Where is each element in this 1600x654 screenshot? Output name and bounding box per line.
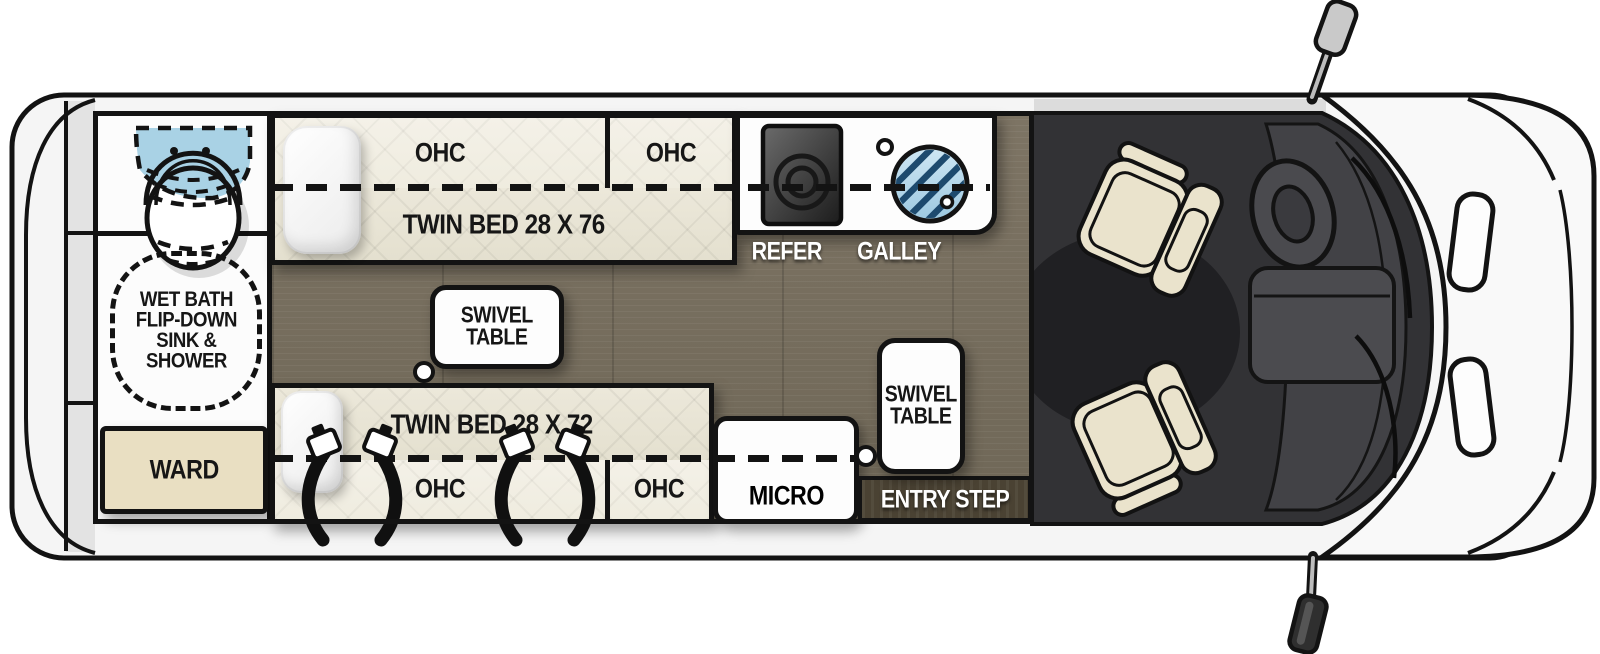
swivel-table: SWIVEL TABLE (430, 285, 564, 369)
refer-label: REFER (751, 236, 823, 265)
galley-counter (735, 113, 997, 235)
faucet-icon (876, 138, 894, 156)
galley-graphic (760, 123, 978, 230)
wiper-icon (1350, 156, 1413, 319)
wet-bath-label: WET BATH FLIP-DOWN SINK & SHOWER (135, 287, 237, 374)
steering-wheel-icon (1249, 158, 1337, 270)
overhead-cabinet: OHC (605, 460, 709, 519)
twin-bed-bottom-mattress: TWIN BED 28 X 72 (275, 388, 709, 460)
van-hood (1314, 92, 1597, 560)
wet-bath-label-bubble: WET BATH FLIP-DOWN SINK & SHOWER (110, 251, 262, 411)
swivel-table-label: SWIVEL TABLE (884, 382, 958, 429)
refer-label-area: REFER (744, 236, 830, 266)
ohc-label: OHC (634, 473, 685, 505)
bumper-seam (1558, 189, 1574, 463)
swivel-pivot-icon (855, 445, 877, 467)
entry-step-label: ENTRY STEP (880, 484, 1010, 513)
twin-bed-top-label: TWIN BED 28 X 76 (402, 207, 605, 240)
rear-door-hinges (66, 231, 95, 405)
center-console-icon (1248, 266, 1396, 384)
cab-seat-icon (1070, 360, 1218, 518)
ohc-label: OHC (414, 473, 466, 505)
side-mirror-icon (1306, 0, 1359, 105)
wardrobe: WARD (100, 426, 268, 514)
ohc-label: OHC (414, 137, 466, 168)
flip-down-sink-icon (133, 125, 253, 201)
swivel-pivot-icon (413, 361, 435, 383)
cooktop-icon (760, 123, 844, 227)
pillow-icon (281, 391, 343, 493)
flip-line-bottom (272, 455, 856, 462)
hood-seam (1467, 471, 1556, 555)
toilet-icon (143, 147, 243, 271)
cab-seat-icon (1076, 140, 1224, 298)
side-mirror-icon (1287, 551, 1329, 654)
hood-seam (1467, 97, 1556, 181)
microwave: MICRO (713, 416, 859, 524)
rear-door-panel (66, 101, 95, 552)
twin-bed-bottom-label: TWIN BED 28 X 72 (390, 407, 594, 440)
hood-vent-icon (1447, 356, 1497, 458)
hood-vent-icon (1446, 191, 1496, 293)
cab-roof-strip (1034, 99, 1326, 112)
micro-label: MICRO (748, 480, 824, 512)
galley-label-area: GALLEY (848, 236, 950, 266)
galley-label: GALLEY (857, 236, 941, 265)
rear-door-curve (24, 98, 96, 555)
swivel-table: SWIVEL TABLE (877, 338, 965, 474)
ohc-label: OHC (645, 137, 697, 168)
flip-line-top (272, 184, 990, 191)
swivel-table-label: SWIVEL TABLE (460, 303, 534, 350)
entry-step: ENTRY STEP (858, 476, 1032, 522)
wiper-icon (1354, 334, 1398, 479)
ward-label: WARD (149, 454, 219, 485)
overhead-cabinet: OHC (605, 118, 732, 188)
